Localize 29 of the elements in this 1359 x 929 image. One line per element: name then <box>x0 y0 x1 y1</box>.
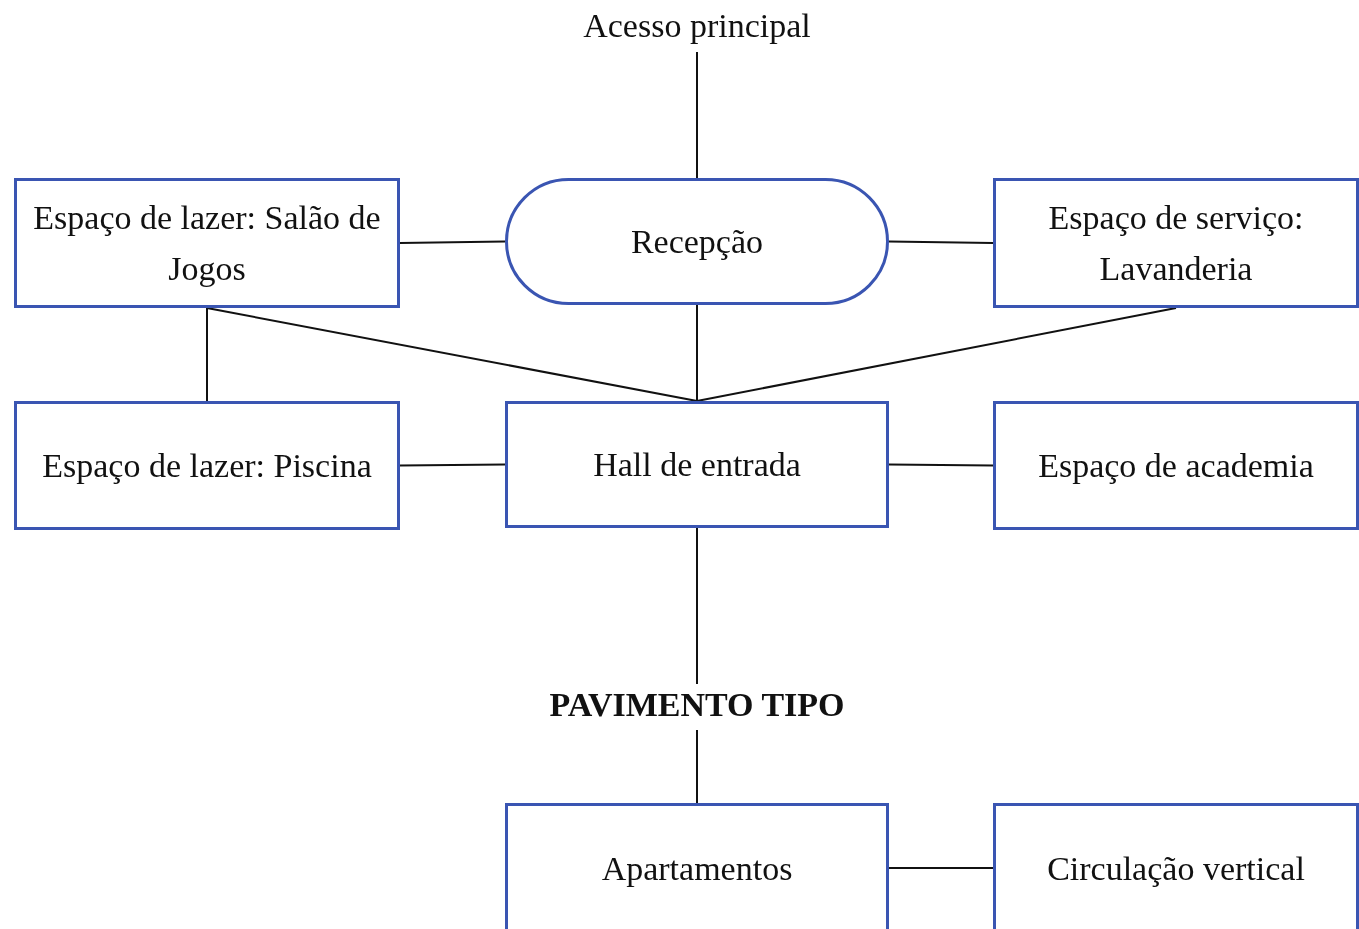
room-label: Recepção <box>629 222 765 262</box>
floor-heading: PAVIMENTO TIPO <box>548 684 846 725</box>
connector-line <box>696 51 698 179</box>
room-box <box>14 401 400 530</box>
room-box <box>993 401 1359 530</box>
connector-line <box>888 463 994 467</box>
connector-line <box>888 240 994 244</box>
connector-line <box>696 304 698 402</box>
room-box <box>505 803 889 929</box>
room-box <box>505 401 889 528</box>
connector-line <box>206 307 208 402</box>
connector-line <box>399 240 506 244</box>
entrance-label: Acesso principal <box>582 5 812 46</box>
room-label: Espaço de lazer: Piscina <box>41 446 373 486</box>
connector-line <box>206 307 698 402</box>
room-label: Circulação vertical <box>1046 848 1306 889</box>
connector-line <box>888 867 994 869</box>
room-label: Espaço de academia <box>1037 446 1315 486</box>
connector-line <box>399 463 506 467</box>
room-label: Hall de entrada <box>592 445 802 485</box>
connector-line <box>696 527 698 685</box>
room-label: Espaço de lazer: Salão de Jogos <box>32 198 382 289</box>
connector-line <box>696 729 698 804</box>
room-label: Apartamentos <box>600 848 794 889</box>
room-box <box>993 178 1359 308</box>
room-label: Espaço de serviço: Lavanderia <box>1047 198 1305 289</box>
room-box <box>14 178 400 308</box>
room-box <box>993 803 1359 929</box>
connector-line <box>696 307 1177 402</box>
